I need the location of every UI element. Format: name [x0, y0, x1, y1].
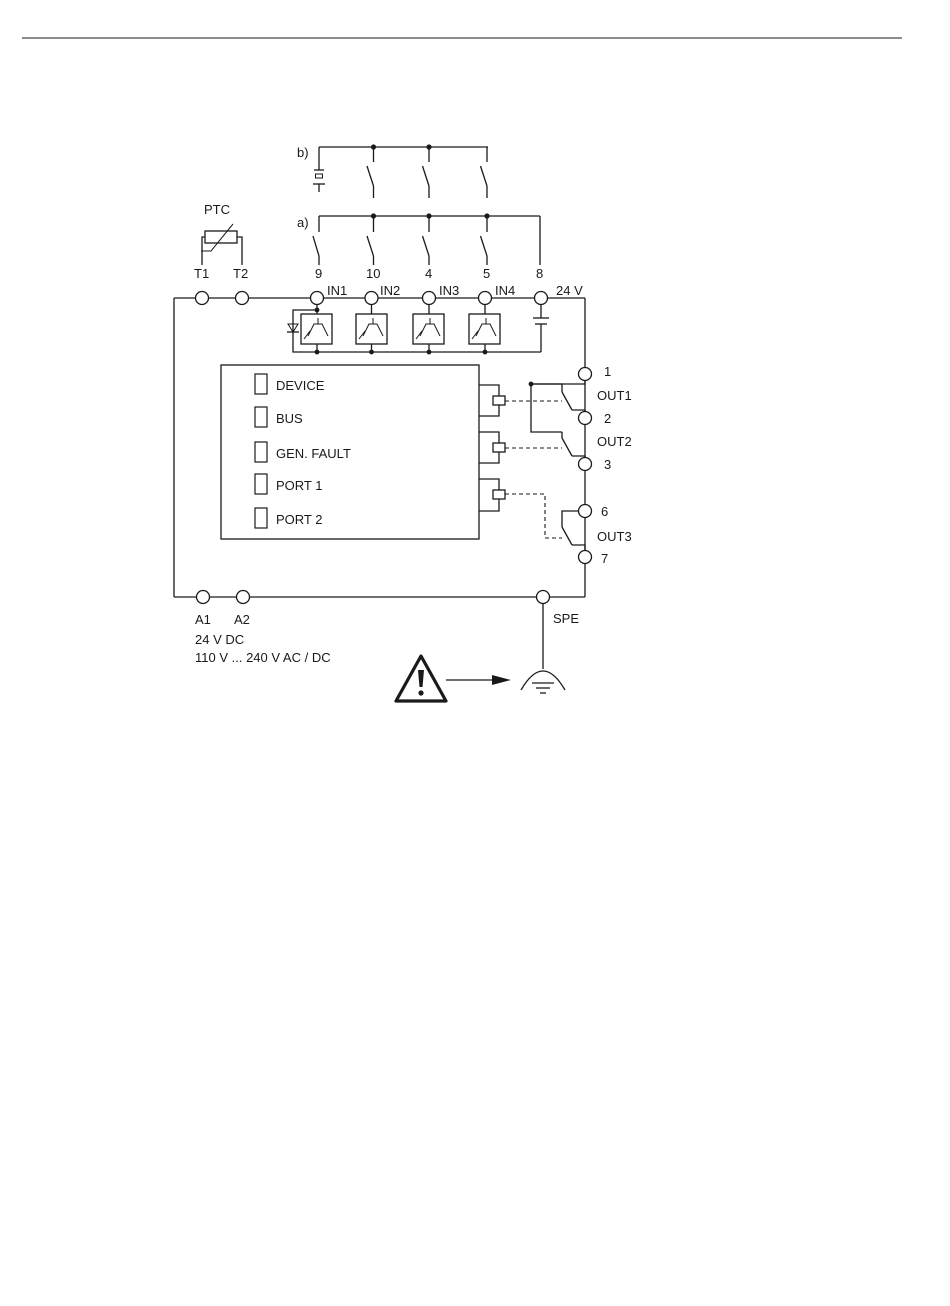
t1-label: T1: [194, 266, 209, 281]
supply-ac-dc-label: 110 V ... 240 V AC / DC: [195, 650, 331, 665]
input-optocouplers: [287, 298, 549, 354]
terminal-10-label: 10: [366, 266, 380, 281]
terminal-4: [423, 292, 436, 305]
terminal-8: [535, 292, 548, 305]
t2-label: T2: [233, 266, 248, 281]
optocoupler-in3: [413, 314, 444, 354]
terminal-7: [579, 551, 592, 564]
terminal-5: [479, 292, 492, 305]
led-device-label: DEVICE: [276, 378, 325, 393]
terminal-1-label: 1: [604, 364, 611, 379]
optocoupler-in1: [301, 314, 332, 354]
option-a-contacts: a): [297, 213, 540, 265]
option-a-label: a): [297, 215, 309, 230]
terminal-t2: [236, 292, 249, 305]
terminal-5-label: 5: [483, 266, 490, 281]
spe-label: SPE: [553, 611, 579, 626]
terminal-9-label: 9: [315, 266, 322, 281]
terminal-3: [579, 458, 592, 471]
ptc-sensor: PTC: [201, 202, 242, 265]
terminal-10: [365, 292, 378, 305]
option-b-label: b): [297, 145, 309, 160]
arrow-icon: [446, 675, 511, 685]
terminal-1: [579, 368, 592, 381]
a1-label: A1: [195, 612, 211, 627]
in1-label: IN1: [327, 283, 347, 298]
status-led-panel: DEVICE BUS GEN. FAULT PORT 1 PORT 2: [221, 365, 479, 539]
ptc-label: PTC: [204, 202, 230, 217]
terminal-spe: [537, 591, 550, 604]
out1-label: OUT1: [597, 388, 632, 403]
terminal-7-label: 7: [601, 551, 608, 566]
device-outline: [174, 298, 585, 597]
out2-label: OUT2: [597, 434, 632, 449]
in3-label: IN3: [439, 283, 459, 298]
in4-label: IN4: [495, 283, 515, 298]
out3-label: OUT3: [597, 529, 632, 544]
led-bus-label: BUS: [276, 411, 303, 426]
in2-label: IN2: [380, 283, 400, 298]
terminal-4-label: 4: [425, 266, 432, 281]
led-port-1-label: PORT 1: [276, 478, 322, 493]
led-gen-fault-label: GEN. FAULT: [276, 446, 351, 461]
terminal-2: [579, 412, 592, 425]
led-port-2: [255, 508, 267, 528]
terminal-2-label: 2: [604, 411, 611, 426]
optocoupler-in2: [356, 314, 387, 354]
warning-icon: [396, 656, 446, 701]
led-gen-fault: [255, 442, 267, 462]
terminal-8-label: 8: [536, 266, 543, 281]
optocoupler-in4: [469, 314, 500, 354]
led-device: [255, 374, 267, 394]
led-port-1: [255, 474, 267, 494]
terminal-6: [579, 505, 592, 518]
supply-24v-label: 24 V: [556, 283, 583, 298]
terminal-a2: [237, 591, 250, 604]
option-b-contacts: b): [297, 144, 488, 198]
led-bus: [255, 407, 267, 427]
terminal-a1: [197, 591, 210, 604]
supply-dc-label: 24 V DC: [195, 632, 244, 647]
led-port-2-label: PORT 2: [276, 512, 322, 527]
terminal-9: [311, 292, 324, 305]
a2-label: A2: [234, 612, 250, 627]
terminal-t1: [196, 292, 209, 305]
terminal-3-label: 3: [604, 457, 611, 472]
relay-coils: [479, 385, 562, 538]
terminal-6-label: 6: [601, 504, 608, 519]
